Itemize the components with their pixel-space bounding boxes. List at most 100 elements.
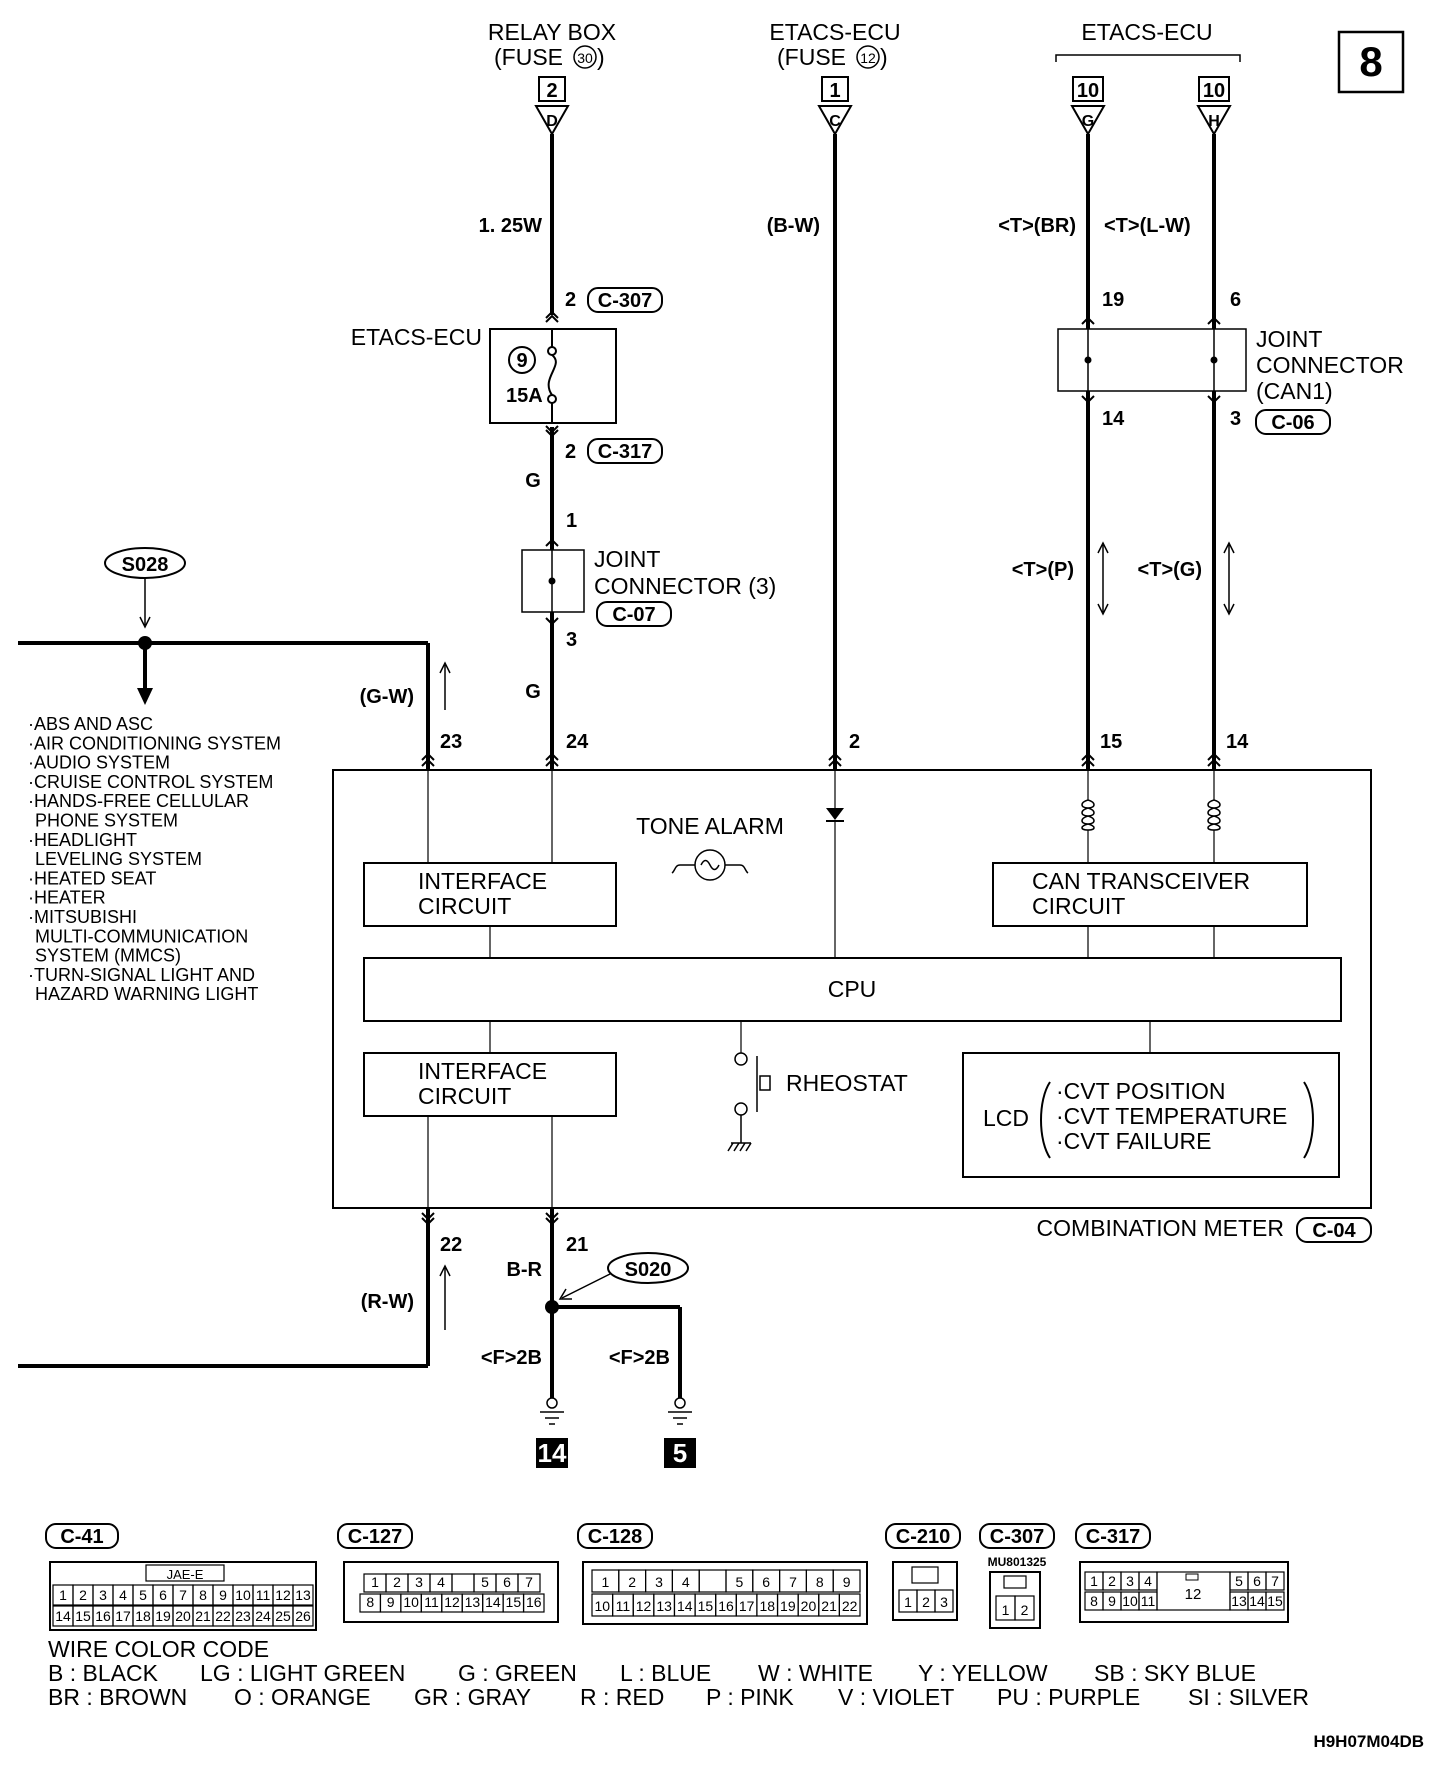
ground-5: 5 [673, 1438, 687, 1468]
connector-pin: 2 [1021, 1602, 1029, 1618]
legend-title: WIRE COLOR CODE [48, 1636, 269, 1662]
connector-pin: 17 [739, 1598, 755, 1614]
etacs-ecu-label: ETACS-ECU [351, 324, 482, 350]
splice-s028: S028 [104, 547, 186, 629]
legend-entry: BR : BROWN [48, 1684, 187, 1710]
legend-entry: R : RED [580, 1684, 664, 1710]
meter-pin-21: 21 [566, 1234, 588, 1256]
fuse-number: 9 [516, 350, 527, 372]
connector-pin: 14 [485, 1594, 501, 1610]
wire-can-lines [1086, 134, 1216, 770]
rheostat-label: RHEOSTAT [786, 1070, 908, 1096]
c307-code: C-307 [598, 290, 652, 312]
connector-pin: 22 [842, 1598, 858, 1614]
connector-pin: 21 [821, 1598, 837, 1614]
jc3-line1: JOINT [594, 546, 660, 572]
system-item: ·HEADLIGHT [28, 830, 137, 850]
connector-pin: 14 [55, 1608, 71, 1624]
connector-pin: 2 [922, 1594, 930, 1610]
fuse-rating: 15A [506, 385, 543, 407]
connector-pin: 9 [387, 1594, 395, 1610]
legend-entry: V : VIOLET [838, 1684, 954, 1710]
etacs-fuse-source: ETACS-ECU (FUSE 12 ) 1 C [769, 19, 901, 137]
connector-pin: 10 [403, 1594, 419, 1610]
can-transceiver-line1: CAN TRANSCEIVER [1032, 868, 1250, 894]
connector-pin: 8 [1090, 1593, 1098, 1609]
connector-pin: 16 [718, 1598, 734, 1614]
can-transceiver-circuit [992, 862, 1308, 927]
legend-entry: Y : YELLOW [918, 1660, 1048, 1686]
connector-pin: 1 [1090, 1573, 1098, 1589]
system-item: ·HANDS-FREE CELLULAR [28, 791, 249, 811]
connector-pin: 11 [616, 1598, 631, 1614]
can-out-pin-2: 3 [1230, 408, 1241, 430]
wire-label-125w: 1. 25W [479, 215, 542, 237]
wire-label-g1: G [525, 470, 541, 492]
connector-pin: 10 [1122, 1593, 1138, 1609]
etacs-fuse-number: 12 [860, 50, 876, 66]
connector-pin: 14 [1249, 1593, 1265, 1609]
connector-pin: 3 [99, 1587, 107, 1603]
connector-pin: 2 [1108, 1573, 1116, 1589]
lcd-item-1: ·CVT POSITION [1056, 1078, 1226, 1104]
etacs-can-h-pin: H [1208, 113, 1220, 130]
connector-c210-code: C-210 [896, 1526, 950, 1548]
cpu-label: CPU [828, 976, 877, 1002]
legend-entry: SB : SKY BLUE [1094, 1660, 1256, 1686]
splice-s020: S020 [558, 1252, 689, 1300]
connector-pin: 22 [215, 1608, 231, 1624]
connector-pin: 24 [255, 1608, 271, 1624]
rheostat-symbol [727, 1052, 771, 1152]
etacs-fuse-title: ETACS-ECU [769, 19, 900, 45]
meter-top-terminals [421, 752, 1221, 767]
legend-entry: P : PINK [706, 1684, 794, 1710]
jcan-code: C-06 [1271, 412, 1314, 434]
combination-meter-box [332, 769, 1372, 1209]
connector-pin: 1 [904, 1594, 912, 1610]
system-item: LEVELING SYSTEM [35, 849, 202, 869]
etacs-can-title: ETACS-ECU [1081, 19, 1212, 45]
joint-connector-3-box [521, 549, 585, 613]
connector-pin: 12 [1185, 1586, 1202, 1603]
system-item: ·AUDIO SYSTEM [28, 753, 170, 773]
connector-pin: 10 [235, 1587, 251, 1603]
meter-pin-15: 15 [1100, 731, 1122, 753]
connector-c41-type: JAE-E [167, 1567, 204, 1582]
connector-pin: 1 [59, 1587, 67, 1603]
connector-pin: 3 [1126, 1573, 1134, 1589]
wire-label-t-p: <T>(P) [1012, 559, 1074, 581]
legend-entry: PU : PURPLE [997, 1684, 1140, 1710]
wire-label-bw: (B-W) [767, 215, 820, 237]
bidirectional-arrows [1097, 541, 1235, 616]
connector-pin: 2 [79, 1587, 87, 1603]
connector-pin: 11 [1141, 1593, 1156, 1609]
etacs-fuse-suffix: ) [880, 44, 888, 70]
connector-pin: 4 [682, 1574, 690, 1590]
relay-box-title: RELAY BOX [488, 19, 616, 45]
connector-c307-code: C-307 [990, 1526, 1044, 1548]
connector-c128-code: C-128 [588, 1526, 642, 1548]
ground-symbols [540, 1397, 692, 1425]
etacs-can-h-box: 10 [1203, 80, 1225, 102]
c307-pin: 2 [565, 289, 576, 311]
system-item: MULTI-COMMUNICATION [35, 926, 248, 946]
can-transceiver-line2: CIRCUIT [1032, 893, 1125, 919]
connector-pin: 26 [295, 1608, 311, 1624]
combination-meter-label: COMBINATION METER [1037, 1215, 1284, 1241]
connector-pin: 4 [437, 1574, 445, 1590]
interface-1-line2: CIRCUIT [418, 893, 511, 919]
connector-pin: 5 [1235, 1573, 1243, 1589]
connector-pin: 16 [95, 1608, 111, 1624]
interface-2-line2: CIRCUIT [418, 1083, 511, 1109]
wire-label-f2b-1: <F>2B [481, 1347, 542, 1369]
system-item: ·HEATED SEAT [28, 868, 156, 888]
interface-circuit-2 [363, 1052, 617, 1117]
connector-pin: 3 [655, 1574, 663, 1590]
meter-internal-lines [427, 770, 1215, 1208]
etacs-can-g-box: 10 [1077, 80, 1099, 102]
can-in-pin-1: 19 [1102, 289, 1124, 311]
jc3-code: C-07 [612, 604, 655, 626]
connector-pin: 19 [155, 1608, 171, 1624]
system-item: SYSTEM (MMCS) [35, 946, 181, 966]
